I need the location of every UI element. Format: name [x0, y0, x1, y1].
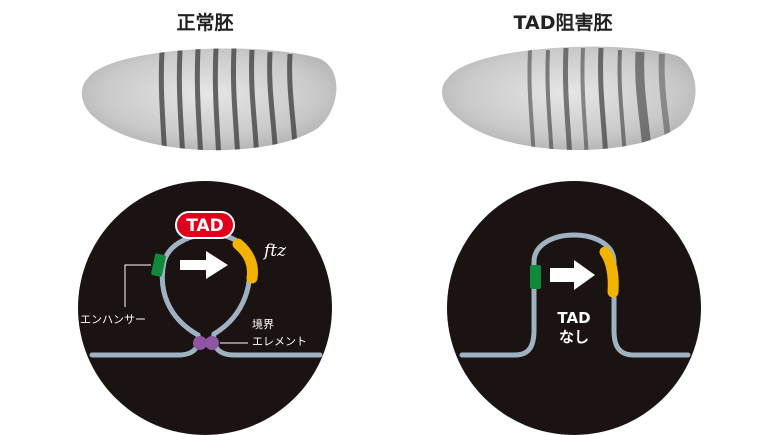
boundary-element-right [205, 336, 219, 350]
enhancer-label: エンハンサー [80, 313, 146, 326]
tad-badge [175, 211, 235, 239]
no-tad-label-line1: TAD [557, 309, 590, 327]
boundary-element-left [193, 336, 207, 350]
tad-disrupted-diagram: TAD なし [447, 181, 701, 435]
dna-strand-open [459, 232, 691, 358]
tad-disrupted-embryo-image [442, 46, 696, 150]
tad-disrupted-diagram-background [447, 181, 701, 435]
title-normal-embryo: 正常胚 [176, 12, 234, 34]
normal-tad-diagram: TAD ftz エンハンサー 境界 エレメント [78, 181, 332, 435]
no-tad-label-line2: なし [559, 328, 589, 346]
enhancer-marker [151, 253, 166, 277]
ftz-gene-marker [232, 238, 258, 284]
boundary-label-line2: エレメント [252, 335, 307, 348]
enhancer-leader-line [124, 264, 151, 307]
normal-diagram-background [78, 181, 332, 435]
ftz-gene-label: ftz [262, 241, 287, 261]
boundary-label-line1: 境界 [252, 317, 274, 331]
activation-arrow [180, 251, 228, 279]
activation-arrow-disrupted [550, 260, 595, 290]
normal-embryo-image [81, 48, 337, 151]
tad-badge-label: TAD [186, 216, 224, 236]
ftz-gene-marker-disrupted [599, 246, 619, 298]
enhancer-marker-disrupted [530, 265, 541, 289]
title-tad-disrupted-embryo: TAD阻害胚 [513, 12, 613, 34]
